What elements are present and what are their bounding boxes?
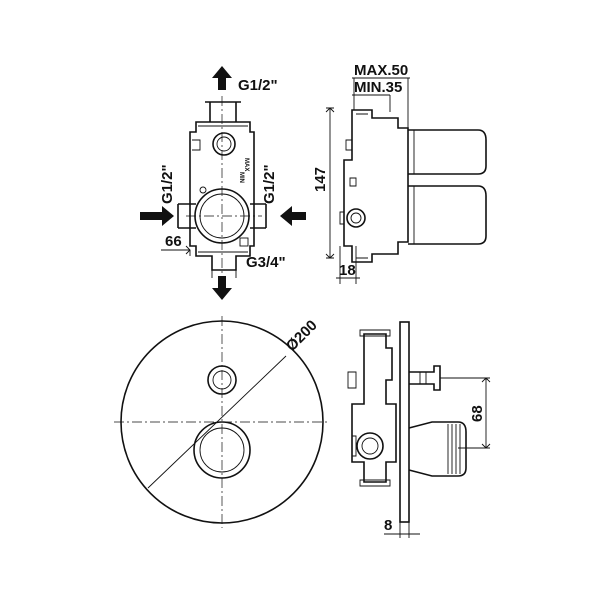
diameter-label: Ø200: [283, 317, 321, 355]
inlet-top-label: G1/2": [238, 77, 278, 94]
plate-dim-label: 8: [384, 517, 392, 534]
arrow-down-icon: [212, 276, 232, 300]
arrow-left-icon: [280, 206, 306, 226]
max-mark: MAX: [243, 158, 249, 171]
max-depth-label: MAX.50: [354, 62, 408, 79]
cover-plate-front-view: Ø200: [114, 316, 330, 528]
valve-side-view: MAX.50 MIN.35 147 18: [312, 62, 487, 284]
arrow-right-icon: [140, 206, 174, 226]
arrow-up-icon: [212, 66, 232, 90]
width-dim-label: 66: [165, 233, 182, 250]
min-mark: MIN: [238, 172, 244, 183]
assembly-section-view: 68 8: [347, 321, 491, 538]
valve-body-top-view: G1/2" MAX MIN G1/2" G1/2" 66: [140, 66, 306, 300]
outlet-bottom-label: G3/4": [246, 254, 286, 271]
base-dim-label: 18: [339, 262, 356, 279]
min-depth-label: MIN.35: [354, 79, 402, 96]
inlet-left-label: G1/2": [159, 164, 176, 204]
inlet-right-label: G1/2": [261, 164, 278, 204]
spacing-dim-label: 68: [469, 405, 486, 422]
height-dim-label: 147: [312, 167, 329, 192]
